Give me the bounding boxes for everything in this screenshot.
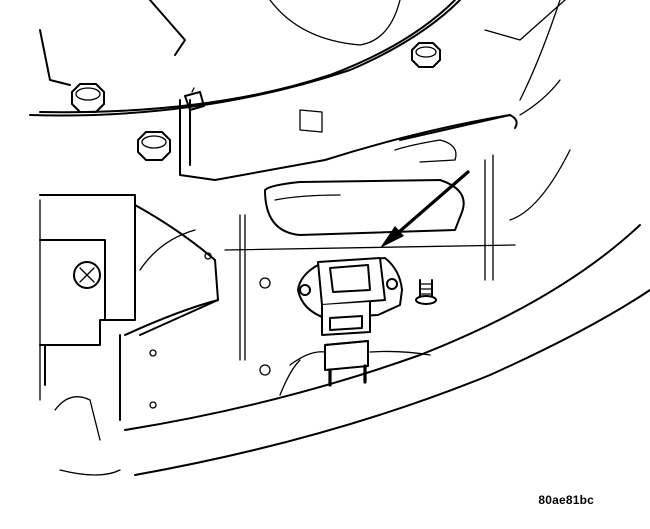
bolt-upper-left [71, 83, 105, 113]
upper-panel [29, 0, 566, 181]
left-bracket [39, 194, 219, 421]
figure-code-label: 80ae81bc [538, 493, 594, 507]
bolt-middle-left [137, 131, 171, 161]
mounting-stud [415, 279, 437, 305]
harness-clip [184, 87, 205, 111]
wheel-arch [124, 79, 650, 476]
left-contours [39, 199, 121, 476]
bolt-top-right [411, 42, 441, 68]
bolt-side [73, 261, 101, 289]
mounting-panel [224, 154, 516, 376]
sensor [279, 257, 431, 396]
pointer-arrow [380, 170, 470, 248]
